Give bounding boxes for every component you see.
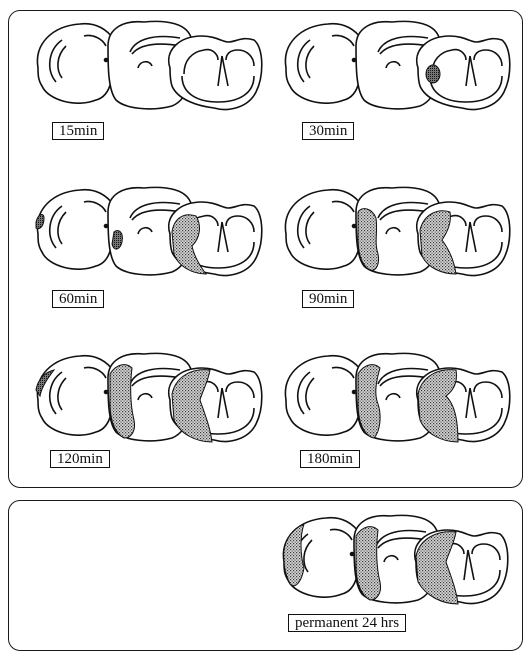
brain-slices-60min — [32, 182, 262, 278]
brain-slices-permanent-24hrs — [278, 510, 508, 606]
lesion-area — [284, 524, 304, 586]
time-label-180min: 180min — [300, 450, 360, 468]
time-label-120min: 120min — [50, 450, 110, 468]
lesion-area — [426, 65, 440, 83]
time-label-15min: 15min — [52, 122, 104, 140]
brain-slices-15min — [32, 16, 262, 112]
brain-slices-120min — [32, 348, 262, 444]
time-label-90min: 90min — [302, 290, 354, 308]
time-label-permanent-24hrs: permanent 24 hrs — [288, 614, 406, 632]
coronal-slice-3 — [169, 36, 262, 109]
brain-slices-30min — [280, 16, 510, 112]
time-label-30min: 30min — [302, 122, 354, 140]
lesion-area — [112, 230, 122, 249]
time-label-60min: 60min — [52, 290, 104, 308]
brain-slices-90min — [280, 182, 510, 278]
coronal-slice-1 — [37, 24, 114, 103]
brain-slices-180min — [280, 348, 510, 444]
